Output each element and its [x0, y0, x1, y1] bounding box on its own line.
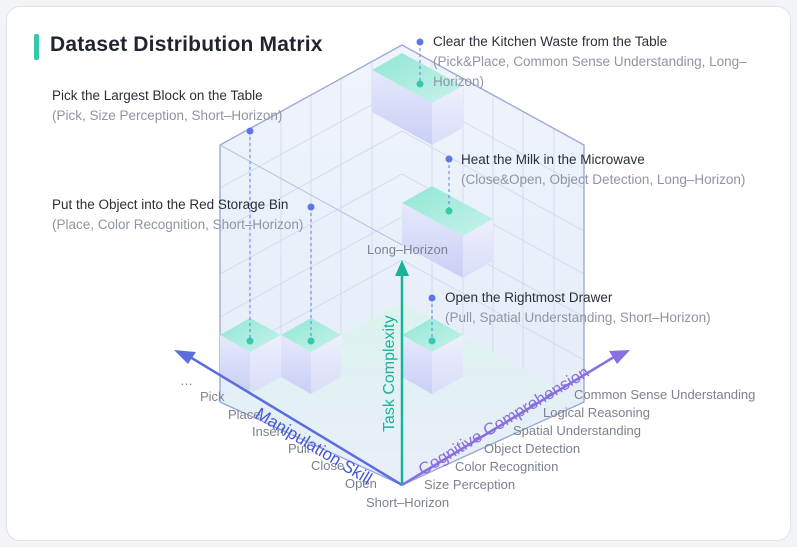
cognitive-axis-arrow	[401, 350, 630, 487]
long-horizon-label: Long–Horizon	[367, 242, 448, 257]
annotation-kitchen-waste: Clear the Kitchen Waste from the Table (…	[433, 32, 797, 92]
annotation-title: Clear the Kitchen Waste from the Table	[433, 34, 668, 49]
cog-label: Spatial Understanding	[513, 423, 641, 438]
annotation-title: Heat the Milk in the Microwave	[461, 152, 645, 167]
annotation-subtitle: (Place, Color Recognition, Short–Horizon…	[52, 217, 304, 232]
short-horizon-label: Short–Horizon	[366, 495, 450, 510]
annotation-title: Put the Object into the Red Storage Bin	[52, 197, 289, 212]
title-accent-bar	[34, 34, 39, 60]
annotation-subtitle: (Close&Open, Object Detection, Long–Hori…	[461, 172, 746, 187]
cog-label: Size Perception	[424, 477, 516, 492]
manip-label: Insert	[252, 424, 285, 439]
annotation-title: Open the Rightmost Drawer	[445, 290, 613, 305]
annotation-red-bin: Put the Object into the Red Storage Bin …	[52, 195, 303, 235]
annotation-subtitle: (Pick&Place, Common Sense Understanding,…	[433, 54, 747, 89]
cog-label: Object Detection	[484, 441, 581, 456]
manip-label: Open	[345, 476, 377, 491]
annotation-markers	[246, 38, 453, 345]
annotation-subtitle: (Pull, Spatial Understanding, Short–Hori…	[445, 310, 711, 325]
figure-title: Dataset Distribution Matrix	[50, 33, 323, 56]
annotation-subtitle: (Pick, Size Perception, Short–Horizon)	[52, 108, 283, 123]
annotation-heat-milk: Heat the Milk in the Microwave (Close&Op…	[461, 150, 745, 190]
complexity-axis-title: Task Complexity	[381, 315, 398, 432]
cube-kitchen-waste	[372, 53, 463, 145]
annotation-rightmost-drawer: Open the Rightmost Drawer (Pull, Spatial…	[445, 288, 711, 328]
annotation-title: Pick the Largest Block on the Table	[52, 88, 263, 103]
cog-label: Logical Reasoning	[543, 405, 650, 420]
annotation-largest-block: Pick the Largest Block on the Table (Pic…	[52, 86, 282, 126]
manipulation-axis-arrow	[174, 350, 403, 487]
manip-label: Place	[228, 407, 261, 422]
leader-lines	[249, 42, 450, 341]
cog-label: Common Sense Understanding	[574, 387, 756, 402]
manip-label: Pull	[288, 441, 310, 456]
cog-label: Color Recognition	[455, 459, 559, 474]
complexity-axis-arrow	[395, 260, 409, 485]
manip-label: Close	[311, 458, 345, 473]
manip-label: …	[180, 373, 193, 388]
manip-label: Pick	[200, 389, 225, 404]
